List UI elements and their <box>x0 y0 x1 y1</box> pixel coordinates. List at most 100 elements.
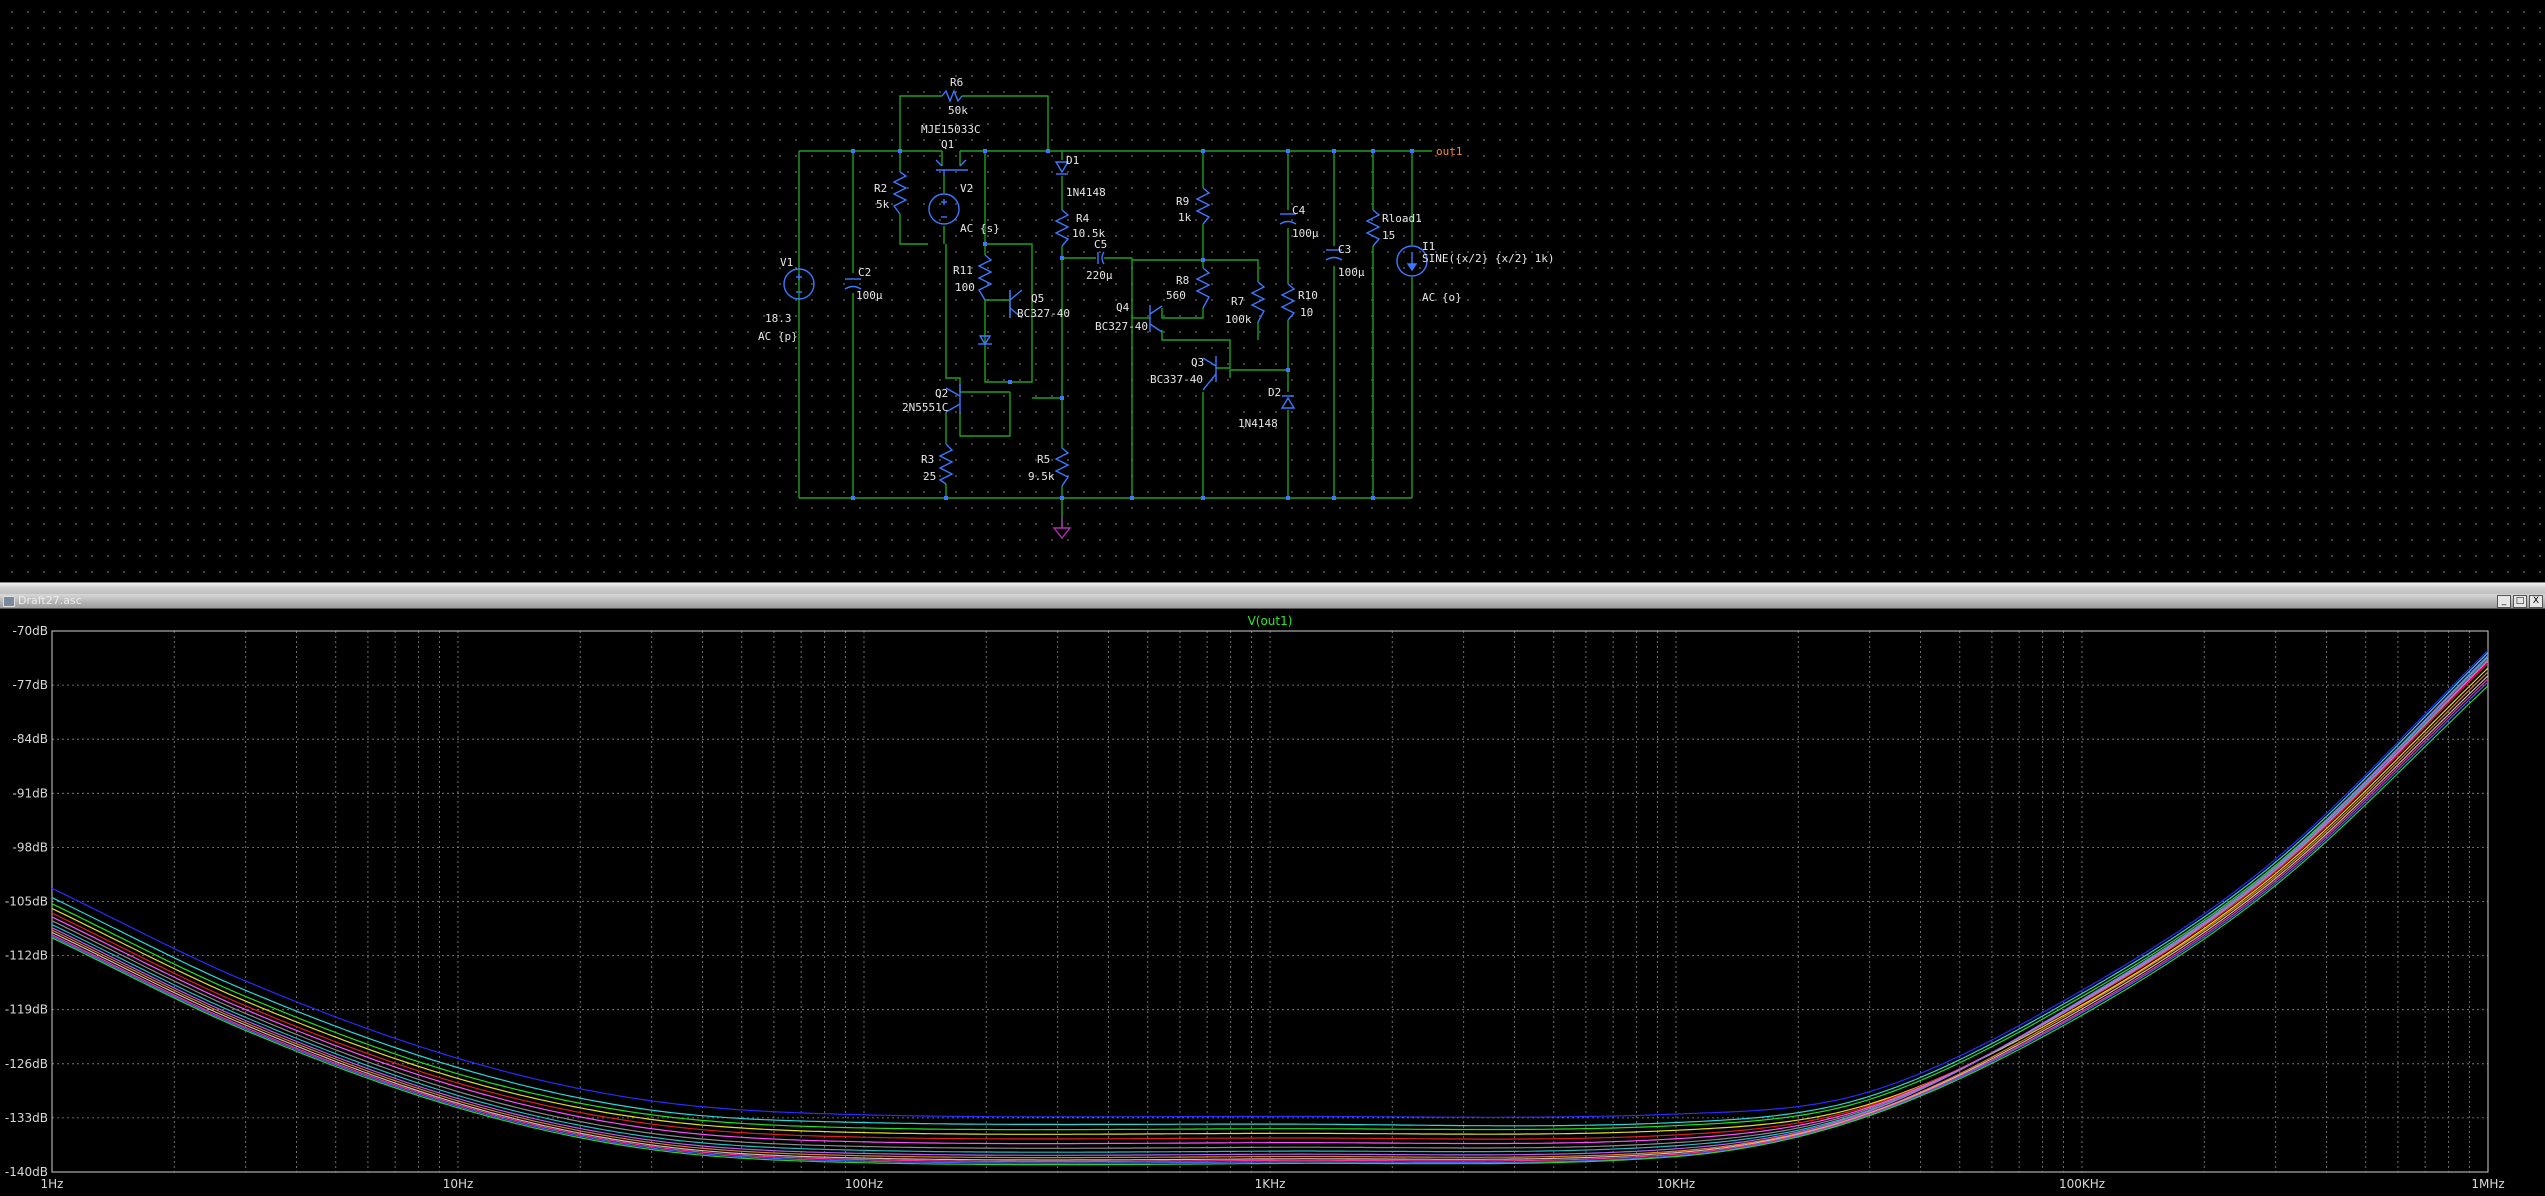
c5-name: C5 <box>1094 238 1107 251</box>
c3-value: 100µ <box>1338 266 1365 279</box>
r10-name: R10 <box>1298 289 1318 302</box>
v2-value: AC {s} <box>960 222 1000 235</box>
q1-name: Q1 <box>941 138 954 151</box>
maximize-button[interactable]: □ <box>2513 595 2527 608</box>
resistor-r5-symbol <box>1054 447 1070 487</box>
q2-value: 2N5551C <box>902 401 948 414</box>
source-v1-symbol <box>783 268 815 300</box>
x-tick-label: 100KHz <box>2059 1177 2105 1191</box>
ground-icon <box>1052 527 1072 540</box>
y-tick-label: -98dB <box>13 840 48 854</box>
trace-line-12 <box>51 681 2489 1164</box>
y-tick-label: -133dB <box>5 1111 48 1125</box>
r9-name: R9 <box>1176 195 1189 208</box>
trace-line-8 <box>51 655 2489 1156</box>
c2-value: 100µ <box>856 289 883 302</box>
resistor-r3-symbol <box>938 443 954 485</box>
document-icon <box>3 596 15 607</box>
r2-name: R2 <box>874 182 887 195</box>
waveform-viewer[interactable]: V(out1) -70dB-77dB-84dB-91dB-98dB-105dB-… <box>0 609 2545 1196</box>
trace-name-vout1[interactable]: V(out1) <box>1248 614 1293 628</box>
y-tick-label: -126dB <box>5 1057 48 1071</box>
i1-value: SINE({x/2} {x/2} 1k) <box>1422 252 1554 265</box>
plot-window-titlebar[interactable]: Draft27.asc _ □ X <box>0 594 2545 609</box>
r11-value: 100 <box>955 281 975 294</box>
capacitor-c2-symbol <box>844 278 862 290</box>
r6-name: R6 <box>950 76 963 89</box>
c4-name: C4 <box>1292 204 1306 217</box>
capacitor-c5-symbol <box>1097 251 1105 265</box>
trace-line-0 <box>51 649 2489 1118</box>
source-i1-symbol <box>1396 245 1428 277</box>
transistor-q1-symbol <box>935 159 968 176</box>
y-tick-label: -77dB <box>13 678 48 692</box>
plot-grid <box>52 631 2488 1172</box>
resistor-r7-symbol <box>1250 281 1266 323</box>
resistor-r10-symbol <box>1280 283 1296 321</box>
v1-value: 18.3 <box>765 312 792 325</box>
q1-value: MJE15033C <box>921 123 981 136</box>
y-tick-label: -70dB <box>13 624 48 638</box>
rload1-name: Rload1 <box>1382 212 1422 225</box>
r2-value: 5k <box>876 198 890 211</box>
resistor-r11-symbol <box>977 254 993 301</box>
v2-name: V2 <box>960 182 973 195</box>
q4-value: BC327-40 <box>1095 320 1148 333</box>
trace-line-6 <box>51 659 2489 1149</box>
r3-value: 25 <box>923 470 936 483</box>
resistor-r9-symbol <box>1195 187 1211 225</box>
i1-name: I1 <box>1422 240 1435 253</box>
transistor-q4-symbol <box>1149 305 1163 333</box>
net-label-out1: out1 <box>1436 145 1463 158</box>
y-tick-label: -119dB <box>5 1003 48 1017</box>
c3-name: C3 <box>1338 243 1351 256</box>
d2-name: D2 <box>1268 386 1281 399</box>
r7-name: R7 <box>1231 295 1244 308</box>
schematic-editor[interactable]: R6 50k MJE15033C Q1 D1 1N4148 R9 1k R2 5… <box>0 0 2545 582</box>
resistor-r4-symbol <box>1054 209 1070 247</box>
wires <box>798 95 1432 528</box>
x-tick-label: 10KHz <box>1657 1177 1695 1191</box>
r5-name: R5 <box>1037 453 1050 466</box>
trace-line-1 <box>51 652 2489 1127</box>
d1-name: D1 <box>1066 154 1079 167</box>
x-tick-label: 1Hz <box>41 1177 64 1191</box>
trace-line-4 <box>51 663 2489 1140</box>
r6-value: 50k <box>948 104 968 117</box>
close-button[interactable]: X <box>2529 595 2543 608</box>
diode-d2-symbol <box>1280 395 1296 409</box>
schematic-canvas[interactable]: R6 50k MJE15033C Q1 D1 1N4148 R9 1k R2 5… <box>0 0 2545 582</box>
trace-line-7 <box>51 656 2489 1153</box>
resistor-r6-symbol <box>941 89 963 103</box>
c2-name: C2 <box>858 266 871 279</box>
y-tick-label: -91dB <box>13 786 48 800</box>
trace-line-9 <box>51 671 2489 1159</box>
q3-name: Q3 <box>1191 356 1204 369</box>
bode-plot[interactable]: V(out1) -70dB-77dB-84dB-91dB-98dB-105dB-… <box>0 609 2545 1196</box>
transistor-q2-symbol <box>945 384 961 414</box>
r4-value: 10.5k <box>1072 227 1105 240</box>
r9-value: 1k <box>1178 211 1192 224</box>
q4-name: Q4 <box>1116 301 1130 314</box>
x-tick-label: 1KHz <box>1255 1177 1286 1191</box>
y-tick-label: -105dB <box>5 895 48 909</box>
r4-name: R4 <box>1076 212 1090 225</box>
r11-name: R11 <box>953 264 973 277</box>
plot-frame <box>51 630 2489 1173</box>
v1-value2: AC {p} <box>758 330 798 343</box>
junction-dots <box>851 149 1414 500</box>
transistor-q3-symbol <box>1202 356 1217 391</box>
q5-name: Q5 <box>1031 292 1044 305</box>
minimize-button[interactable]: _ <box>2497 595 2511 608</box>
d1-value: 1N4148 <box>1066 186 1106 199</box>
r7-value: 100k <box>1225 313 1252 326</box>
components <box>783 89 1428 487</box>
y-tick-label: -112dB <box>5 949 48 963</box>
trace-line-2 <box>51 656 2489 1131</box>
y-tick-label: -140dB <box>5 1165 48 1179</box>
trace-line-11 <box>51 678 2489 1163</box>
capacitor-c3-symbol <box>1325 249 1343 261</box>
resistor-rload1-symbol <box>1365 209 1381 247</box>
trace-line-3 <box>51 667 2489 1135</box>
